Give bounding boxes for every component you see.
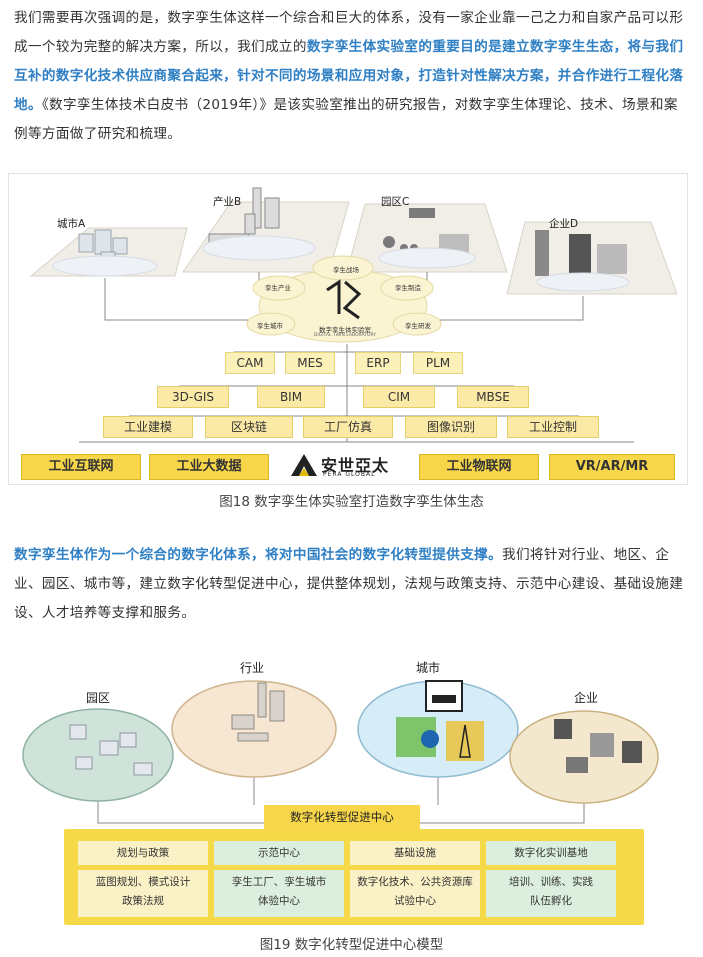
cloud-tag-city: 孪生城市 bbox=[257, 322, 283, 330]
circle-label-industry: 行业 bbox=[240, 661, 265, 675]
column-demo-center: 示范中心 孪生工厂、孪生城市 体验中心 bbox=[214, 841, 344, 917]
column-head: 基础设施 bbox=[350, 841, 480, 865]
region-park-c: 园区C bbox=[381, 196, 410, 208]
cloud-tag-battlefield: 孪生战场 bbox=[333, 266, 359, 274]
figure-18-caption: 图18 数字孪生体实验室打造数字孪生体生态 bbox=[219, 494, 484, 510]
support-highlight: 数字孪生体作为一个综合的数字化体系，将对中国社会的数字化转型提供支撑。 bbox=[14, 547, 503, 563]
tag-industrial-control: 工业控制 bbox=[507, 416, 599, 438]
column-body-line: 队伍孵化 bbox=[530, 895, 572, 907]
tag-cim: CIM bbox=[363, 386, 435, 408]
logo-text: 安世亞太 bbox=[321, 456, 390, 475]
column-body-line: 孪生工厂、孪生城市 bbox=[231, 876, 327, 888]
column-planning: 规划与政策 蓝图规划、模式设计 政策法规 bbox=[78, 841, 208, 917]
column-head: 数字化实训基地 bbox=[486, 841, 616, 865]
figure-19: 园区 行业 城市 企业 数字化转型促进中心 规划与政策 蓝图规划、模式设计 政策… bbox=[18, 655, 686, 930]
tag-industrial-modeling: 工业建模 bbox=[103, 416, 193, 438]
tag-image-recognition: 图像识别 bbox=[405, 416, 497, 438]
tag-vr-ar-mr: VR/AR/MR bbox=[549, 454, 675, 480]
column-head: 示范中心 bbox=[214, 841, 344, 865]
circle-label-park: 园区 bbox=[86, 691, 111, 705]
cloud-tag-rnd: 孪生研发 bbox=[405, 322, 431, 330]
tag-plm: PLM bbox=[413, 352, 463, 374]
intro-paragraph: 我们需要再次强调的是，数字孪生体这样一个综合和巨大的体系，没有一家企业靠一己之力… bbox=[14, 4, 690, 149]
tag-mbse: MBSE bbox=[457, 386, 529, 408]
region-enterprise-d: 企业D bbox=[549, 218, 579, 230]
circle-label-city: 城市 bbox=[416, 661, 441, 675]
tag-erp: ERP bbox=[355, 352, 401, 374]
region-industry-b: 产业B bbox=[213, 196, 242, 208]
column-body-line: 蓝图规划、模式设计 bbox=[95, 876, 191, 888]
column-body-line: 政策法规 bbox=[122, 895, 164, 907]
column-body-line: 培训、训练、实践 bbox=[509, 876, 593, 888]
pera-logo-icon bbox=[291, 454, 317, 476]
tag-bim: BIM bbox=[257, 386, 325, 408]
tag-industrial-bigdata: 工业大数据 bbox=[149, 454, 269, 480]
support-paragraph: 数字孪生体作为一个综合的数字化体系，将对中国社会的数字化转型提供支撑。我们将针对… bbox=[14, 541, 690, 628]
lab-name-en: DIGITAL TWIN LABORATORY bbox=[313, 333, 377, 338]
column-head: 规划与政策 bbox=[78, 841, 208, 865]
figure-19-caption: 图19 数字化转型促进中心模型 bbox=[259, 937, 444, 953]
cloud-tag-industry: 孪生产业 bbox=[265, 284, 291, 292]
pera-logo: 安世亞太 PERA GLOBAL bbox=[289, 452, 409, 480]
intro-text-b: 《数字孪生体技术白皮书（2019年）》是该实验室推出的研究报告，对数字孪生体理论… bbox=[14, 97, 678, 142]
column-infrastructure: 基础设施 数字化技术、公共资源库 试验中心 bbox=[350, 841, 480, 917]
center-title: 数字化转型促进中心 bbox=[290, 810, 394, 824]
circle-label-enterprise: 企业 bbox=[574, 691, 599, 705]
ecosystem-diagram bbox=[29, 187, 678, 443]
tag-mes: MES bbox=[285, 352, 335, 374]
tag-industrial-internet: 工业互联网 bbox=[21, 454, 141, 480]
support-text: 我们将针对行业、地区、企业、园区、城市等，建立数字化转型促进中心，提供整体规划，… bbox=[14, 547, 684, 621]
column-body-line: 试验中心 bbox=[394, 895, 436, 907]
cloud-tag-manufacturing: 孪生制造 bbox=[395, 284, 421, 292]
tag-cam: CAM bbox=[225, 352, 275, 374]
column-body-line: 数字化技术、公共资源库 bbox=[357, 876, 473, 888]
column-training-base: 数字化实训基地 培训、训练、实践 队伍孵化 bbox=[486, 841, 616, 917]
intro-text-a: 我们需要再次强调的是，数字孪生体这样一个综合和巨大的体系，没有一家企业靠一己之力… bbox=[14, 10, 684, 55]
tag-industrial-iot: 工业物联网 bbox=[419, 454, 539, 480]
tag-blockchain: 区块链 bbox=[205, 416, 293, 438]
intro-highlight: 数字孪生体实验室的重要目的是建立数字孪生生态，将与我们互补的数字化技术供应商聚合… bbox=[14, 39, 684, 113]
logo-sub: PERA GLOBAL bbox=[323, 471, 376, 478]
figure-18: 城市A 产业B 园区C 企业D 孪生产业 孪生战场 孪生制造 孪生城市 孪生研发… bbox=[8, 173, 688, 485]
column-body-line: 体验中心 bbox=[258, 895, 300, 907]
tag-factory-sim: 工厂仿真 bbox=[303, 416, 393, 438]
region-city-a: 城市A bbox=[57, 218, 86, 230]
lab-name: 数字孪生体实验室 bbox=[319, 326, 371, 334]
tag-3dgis: 3D-GIS bbox=[157, 386, 229, 408]
